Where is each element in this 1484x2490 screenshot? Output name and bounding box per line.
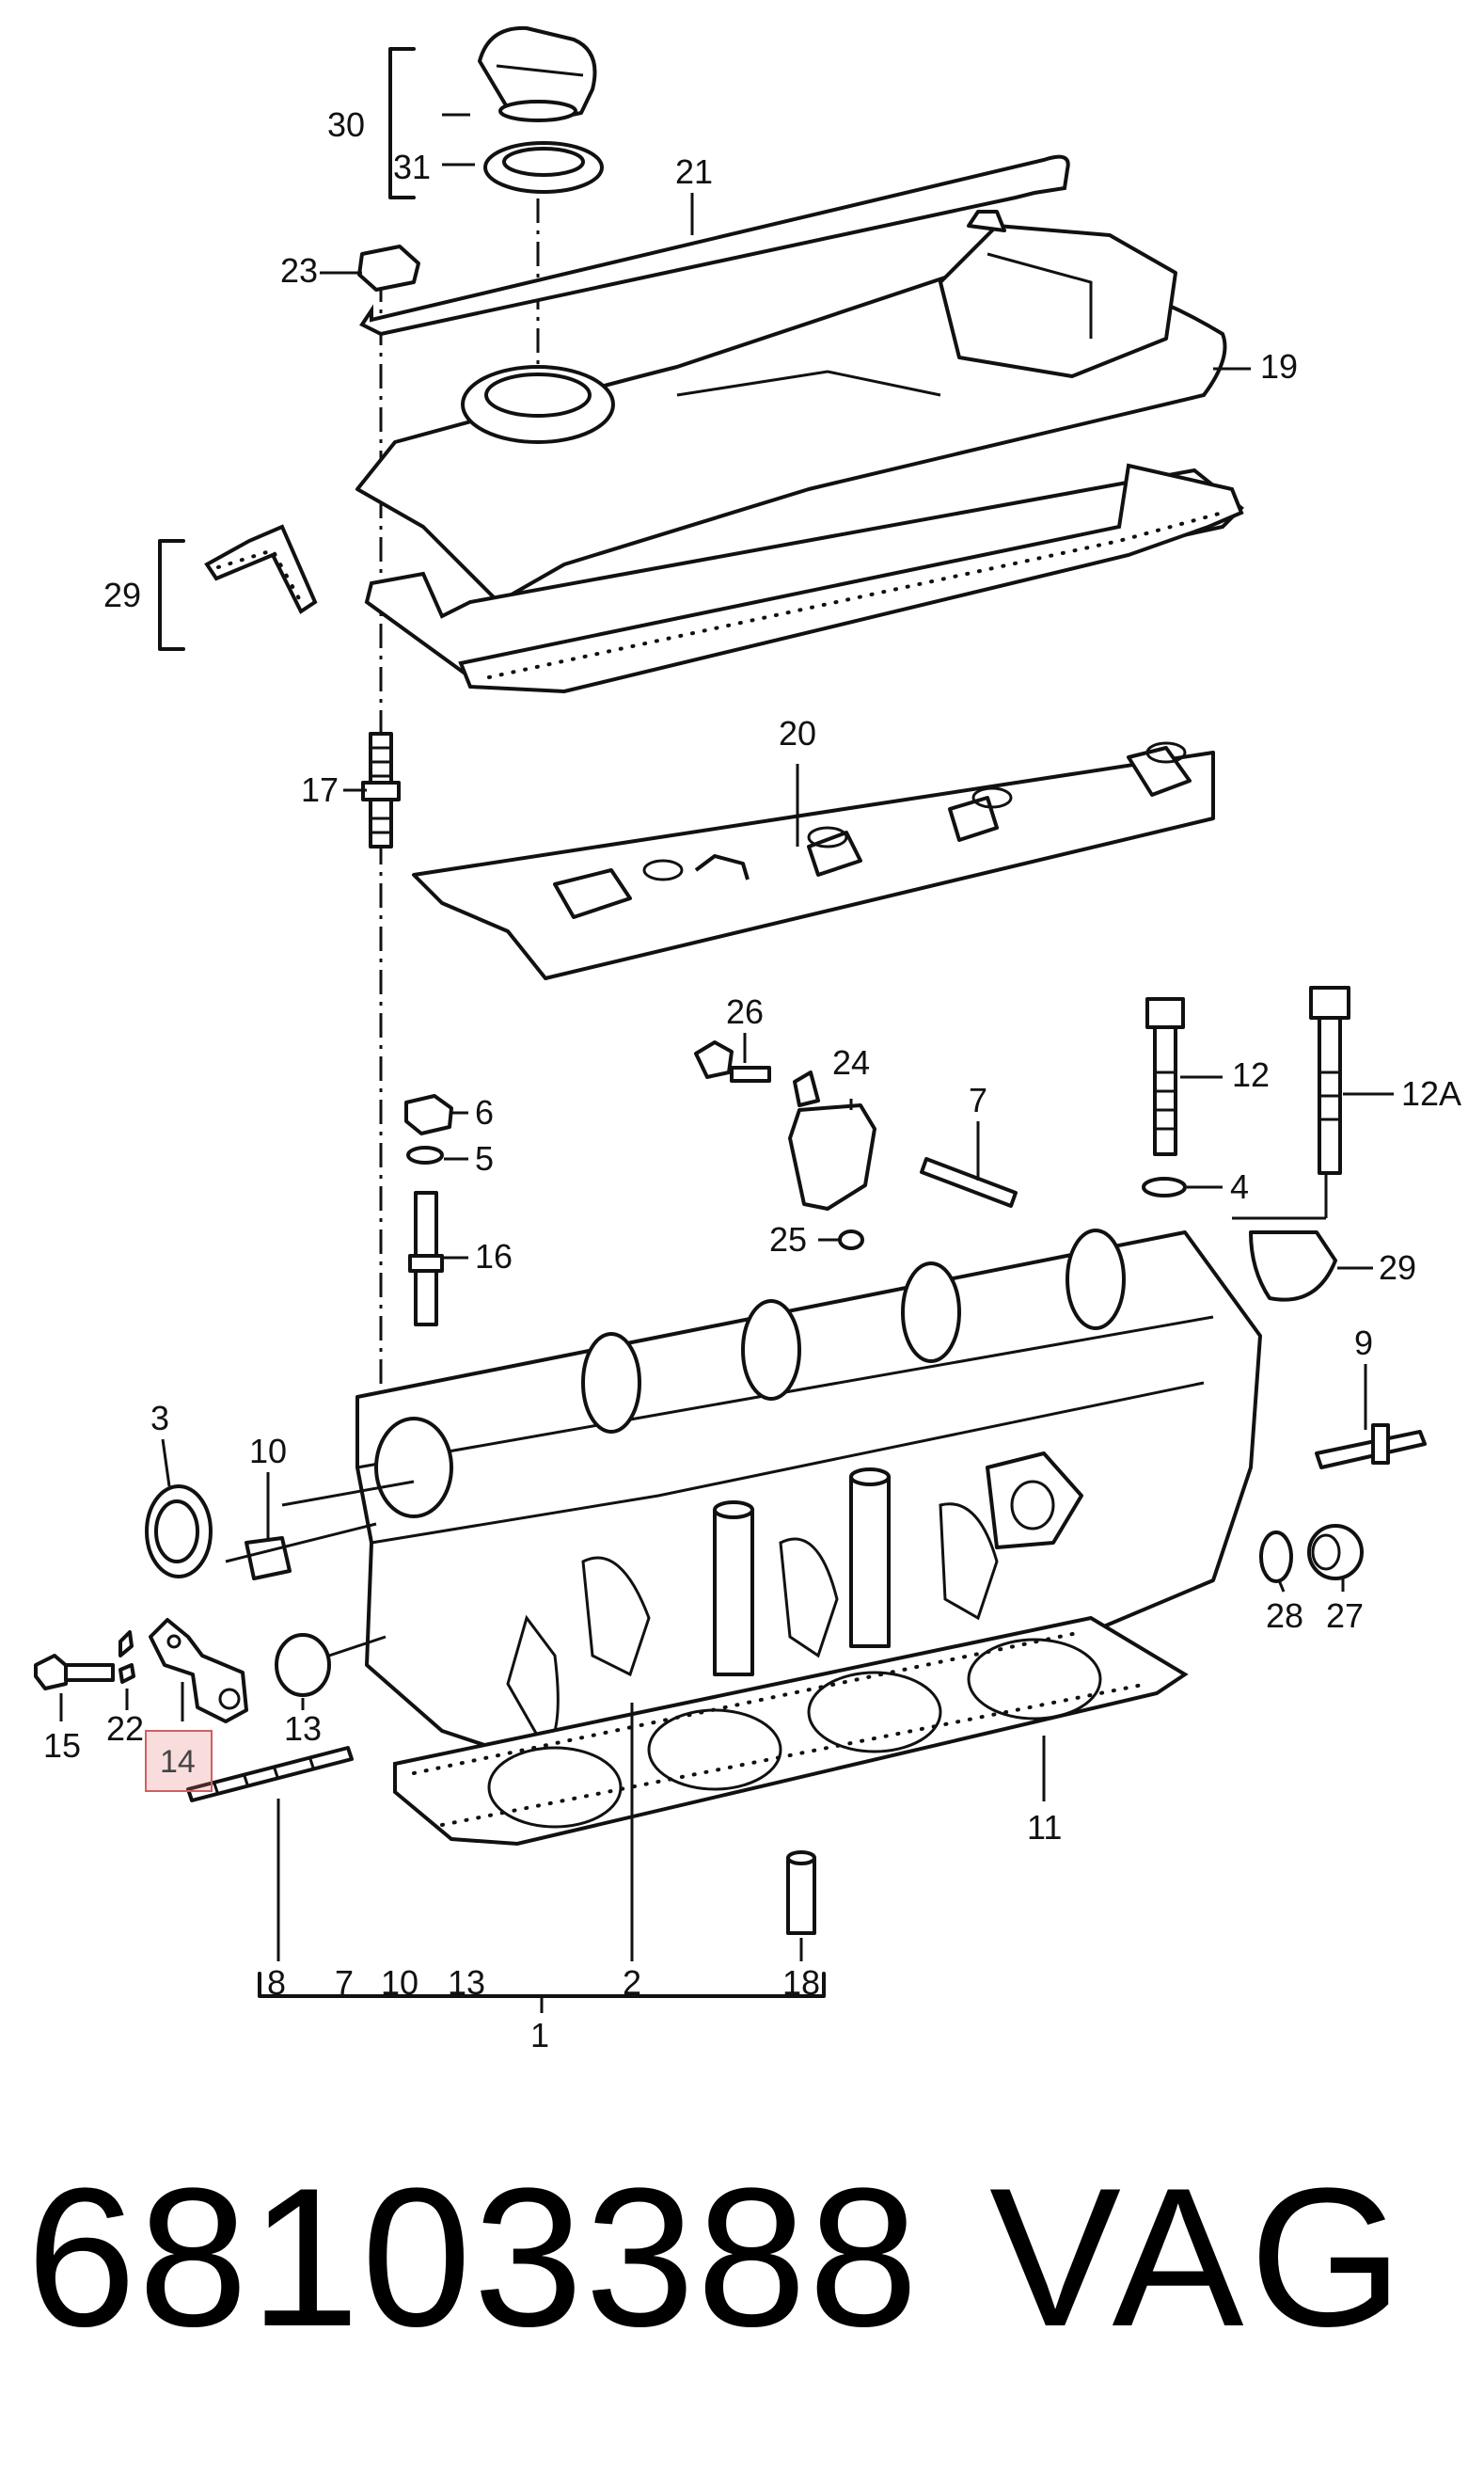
head-bolt-12a[interactable] [1309, 986, 1350, 1175]
washer-5[interactable] [406, 1146, 444, 1165]
selected-callout-highlight[interactable] [145, 1730, 213, 1792]
callout-6: 6 [475, 1093, 494, 1132]
cover-plate-24[interactable] [788, 1071, 876, 1211]
callout-28: 28 [1266, 1596, 1303, 1635]
callout-17: 17 [301, 770, 339, 809]
bracket-30-31 [388, 47, 416, 199]
bracket-item-13: 13 [448, 1963, 485, 2002]
callout-23: 23 [280, 251, 318, 290]
callout-7: 7 [969, 1081, 987, 1119]
cylinder-head-cover[interactable] [355, 210, 1227, 604]
callout-9: 9 [1354, 1324, 1373, 1362]
cover-gasket-strip[interactable] [359, 154, 1070, 337]
callout-27: 27 [1326, 1596, 1364, 1635]
valve-guide-18[interactable] [786, 1850, 816, 1935]
o-ring-25[interactable] [838, 1229, 864, 1250]
stud-7[interactable] [920, 1157, 1018, 1208]
half-moon-gasket-left[interactable] [204, 524, 318, 614]
stud-16[interactable] [408, 1191, 444, 1326]
stud-8[interactable] [186, 1746, 354, 1802]
bracket-14[interactable] [149, 1618, 248, 1723]
callout-30: 30 [327, 105, 365, 144]
callout-16: 16 [475, 1237, 513, 1276]
oil-cap-seal[interactable] [483, 141, 604, 194]
oil-seal-3[interactable] [145, 1484, 213, 1578]
callout-10: 10 [249, 1432, 287, 1470]
brand-name: VAG [989, 2147, 1409, 2368]
callout-25: 25 [769, 1220, 807, 1259]
plug-27[interactable] [1307, 1524, 1364, 1580]
callout-20: 20 [779, 714, 816, 753]
stud-17[interactable] [361, 732, 401, 849]
bracket-item-7: 7 [335, 1963, 354, 2002]
baffle-plate[interactable] [412, 741, 1215, 980]
part-number: 68103388 [26, 2147, 921, 2368]
callout-15: 15 [43, 1726, 81, 1765]
head-bolt-12[interactable] [1145, 997, 1185, 1156]
oil-filler-cap[interactable] [478, 25, 597, 122]
head-gasket[interactable] [393, 1615, 1189, 1847]
nut-6[interactable] [404, 1094, 453, 1135]
plug-cap-13[interactable] [275, 1633, 331, 1697]
leader-lines [59, 113, 1394, 1961]
callout-29-lower: 29 [1379, 1248, 1416, 1287]
callout-4: 4 [1230, 1167, 1249, 1206]
callout-12a: 12A [1401, 1074, 1461, 1113]
callout-26: 26 [726, 992, 764, 1031]
callout-11: 11 [1027, 1808, 1062, 1847]
callout-3: 3 [150, 1399, 169, 1437]
bracket-item-2: 2 [623, 1963, 641, 2002]
callout-24: 24 [832, 1043, 870, 1082]
callout-14[interactable]: 14 [160, 1744, 196, 1780]
bracket-item-18: 18 [782, 1963, 820, 2002]
bracket-item-10: 10 [381, 1963, 418, 2002]
half-moon-plug-29[interactable] [1249, 1230, 1337, 1302]
washer-28[interactable] [1259, 1530, 1293, 1583]
cylinder-head[interactable] [355, 1229, 1262, 1761]
bracket-29 [158, 539, 185, 651]
callout-5: 5 [475, 1139, 494, 1178]
callout-31: 31 [393, 148, 431, 186]
washer-4[interactable] [1142, 1177, 1187, 1197]
callout-13: 13 [284, 1709, 322, 1748]
callout-21: 21 [675, 152, 713, 191]
callout-29-upper: 29 [103, 576, 141, 614]
cap-nut[interactable] [357, 245, 420, 292]
callout-19: 19 [1260, 347, 1298, 386]
bolt-26[interactable] [694, 1040, 771, 1083]
callout-1: 1 [530, 2016, 549, 2054]
bracket-item-8: 8 [267, 1963, 286, 2002]
stud-9[interactable] [1315, 1423, 1427, 1469]
callout-22: 22 [106, 1709, 144, 1748]
bolt-15[interactable] [34, 1654, 115, 1690]
plug-cap-10[interactable] [245, 1536, 292, 1580]
clip-22[interactable] [118, 1630, 135, 1684]
exploded-parts-diagram: 30 31 21 23 19 29 17 20 26 24 7 12 12A 6… [34, 25, 1461, 2054]
callout-12: 12 [1232, 1055, 1270, 1094]
